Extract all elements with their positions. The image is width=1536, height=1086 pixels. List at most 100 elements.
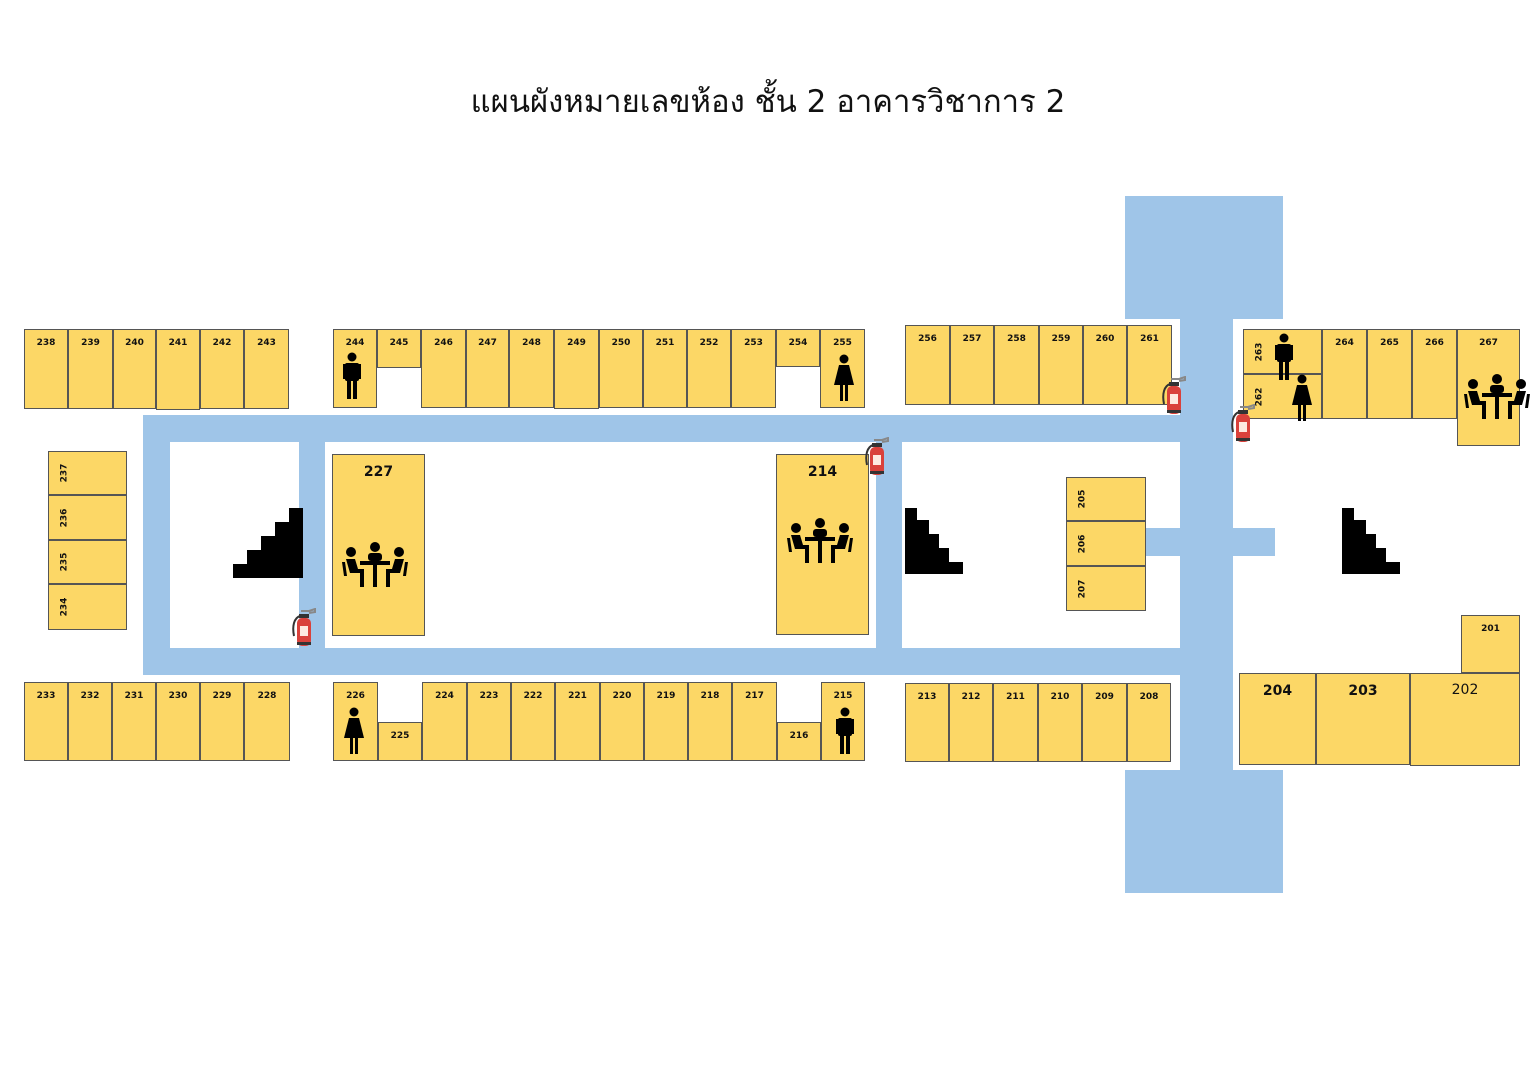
room-number: 264 [1335,338,1354,348]
room-240[interactable]: 240 [113,329,156,409]
room-211[interactable]: 211 [993,683,1038,762]
room-206[interactable]: 206 [1066,521,1146,566]
room-243[interactable]: 243 [244,329,289,409]
women-restroom-icon [343,707,365,759]
room-229[interactable]: 229 [200,682,244,761]
meeting-room-icon [342,542,408,592]
room-260[interactable]: 260 [1083,325,1127,405]
room-210[interactable]: 210 [1038,683,1082,762]
room-number: 218 [700,691,720,701]
room-number: 235 [59,552,70,572]
room-number: 227 [363,464,394,480]
room-number: 224 [435,691,454,701]
room-257[interactable]: 257 [950,325,994,405]
room-234[interactable]: 234 [48,584,127,630]
room-number: 230 [168,691,188,701]
room-239[interactable]: 239 [68,329,113,409]
room-245[interactable]: 245 [377,329,421,368]
room-222[interactable]: 222 [511,682,555,761]
room-219[interactable]: 219 [644,682,688,761]
room-number: 256 [918,334,937,344]
room-223[interactable]: 223 [467,682,511,761]
corridor [1125,770,1283,893]
room-number: 229 [212,691,232,701]
room-238[interactable]: 238 [24,329,68,409]
room-250[interactable]: 250 [599,329,643,408]
room-number: 239 [81,338,100,348]
stairs-icon [1342,508,1402,578]
room-number: 252 [699,338,719,348]
room-number: 243 [257,338,276,348]
room-254[interactable]: 254 [776,329,820,367]
room-212[interactable]: 212 [949,683,993,762]
room-248[interactable]: 248 [509,329,554,408]
room-number: 253 [744,338,763,348]
room-224[interactable]: 224 [422,682,467,761]
room-258[interactable]: 258 [994,325,1039,405]
room-265[interactable]: 265 [1367,329,1412,419]
corridor [1146,528,1186,556]
room-247[interactable]: 247 [466,329,509,408]
room-253[interactable]: 253 [731,329,776,408]
room-number: 205 [1077,489,1088,509]
room-202[interactable]: 202 [1410,673,1520,766]
room-252[interactable]: 252 [687,329,731,408]
room-259[interactable]: 259 [1039,325,1083,405]
room-number: 213 [917,692,937,702]
room-number: 267 [1479,338,1498,348]
room-number: 203 [1348,683,1378,699]
room-number: 217 [745,691,764,701]
room-number: 201 [1481,624,1500,634]
room-number: 209 [1095,692,1114,702]
room-209[interactable]: 209 [1082,683,1127,762]
room-230[interactable]: 230 [156,682,200,761]
room-228[interactable]: 228 [244,682,290,761]
room-220[interactable]: 220 [600,682,644,761]
room-number: 244 [345,338,365,348]
room-204[interactable]: 204 [1239,673,1316,765]
fire-extinguisher-icon [1161,375,1187,420]
room-203[interactable]: 203 [1316,673,1410,765]
stairs-icon [905,508,965,578]
floor-plan-title: แผนผังหมายเลขห้อง ชั้น 2 อาคารวิชาการ 2 [470,84,1066,120]
room-number: 258 [1007,334,1026,344]
room-number: 261 [1140,334,1159,344]
room-235[interactable]: 235 [48,540,127,584]
room-256[interactable]: 256 [905,325,950,405]
meeting-room-icon [1464,374,1530,424]
room-201[interactable]: 201 [1461,615,1520,673]
room-225[interactable]: 225 [378,722,422,761]
room-number: 222 [523,691,543,701]
room-number: 238 [36,338,56,348]
room-218[interactable]: 218 [688,682,732,761]
room-216[interactable]: 216 [777,722,821,761]
room-221[interactable]: 221 [555,682,600,761]
room-number: 250 [611,338,631,348]
room-number: 221 [568,691,587,701]
room-number: 212 [961,692,981,702]
room-208[interactable]: 208 [1127,683,1171,762]
room-241[interactable]: 241 [156,329,200,410]
room-242[interactable]: 242 [200,329,244,409]
room-237[interactable]: 237 [48,451,127,495]
room-231[interactable]: 231 [112,682,156,761]
room-214[interactable]: 214 [776,454,869,635]
corridor [1180,318,1233,771]
room-264[interactable]: 264 [1322,329,1367,419]
room-213[interactable]: 213 [905,683,949,762]
room-236[interactable]: 236 [48,495,127,540]
room-number: 210 [1050,692,1070,702]
room-number: 215 [833,691,853,701]
room-246[interactable]: 246 [421,329,466,408]
room-number: 240 [125,338,144,348]
room-249[interactable]: 249 [554,329,599,409]
room-266[interactable]: 266 [1412,329,1457,419]
room-251[interactable]: 251 [643,329,687,408]
room-217[interactable]: 217 [732,682,777,761]
room-232[interactable]: 232 [68,682,112,761]
room-number: 232 [80,691,100,701]
room-number: 202 [1451,682,1479,698]
room-207[interactable]: 207 [1066,566,1146,611]
room-205[interactable]: 205 [1066,477,1146,521]
room-233[interactable]: 233 [24,682,68,761]
